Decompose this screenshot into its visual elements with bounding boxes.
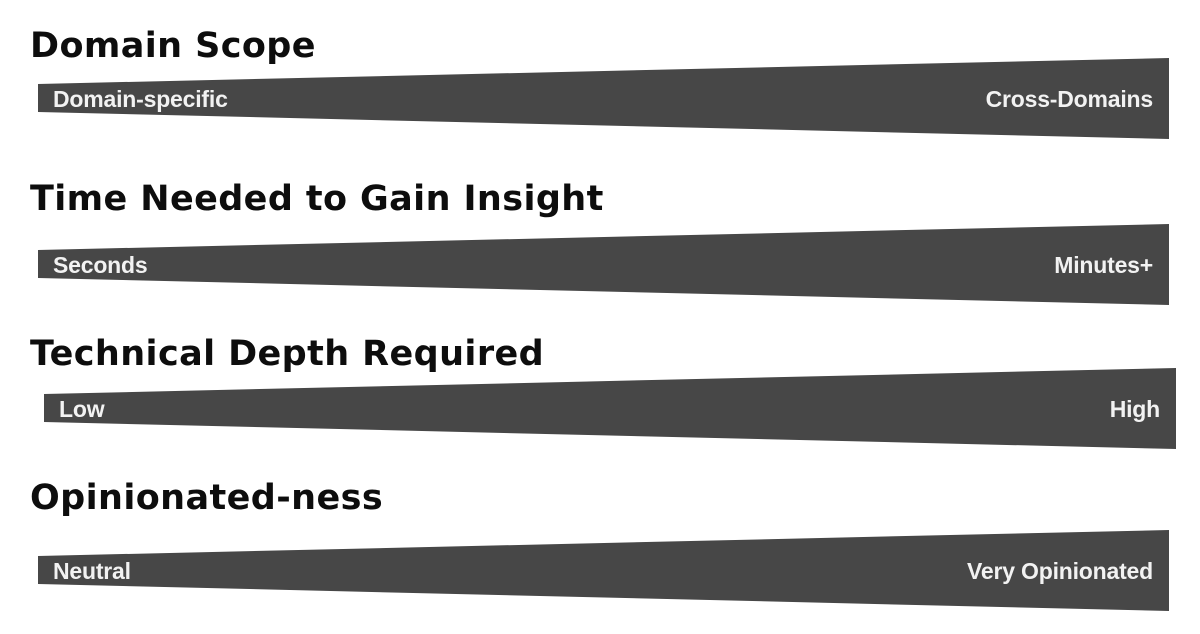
scale-right-label: Minutes+ bbox=[1054, 252, 1153, 278]
scale-wedge bbox=[44, 368, 1176, 449]
scale-right-label: Very Opinionated bbox=[967, 558, 1153, 584]
scale-left-label: Low bbox=[59, 396, 105, 422]
scale-title: Time Needed to Gain Insight bbox=[30, 179, 604, 219]
scale-left-label: Seconds bbox=[53, 252, 148, 278]
scale-title: Opinionated-ness bbox=[30, 478, 384, 518]
scale-left-label: Domain-specific bbox=[53, 86, 228, 112]
scale-left-label: Neutral bbox=[53, 558, 131, 584]
scale-right-label: Cross-Domains bbox=[985, 86, 1154, 112]
scale-right-label: High bbox=[1109, 396, 1161, 422]
scale-wedge bbox=[38, 58, 1169, 139]
scale-wedge bbox=[38, 224, 1169, 305]
scale-title: Technical Depth Required bbox=[30, 334, 545, 374]
scale-title: Domain Scope bbox=[30, 26, 316, 66]
scale-wedge bbox=[38, 530, 1169, 611]
